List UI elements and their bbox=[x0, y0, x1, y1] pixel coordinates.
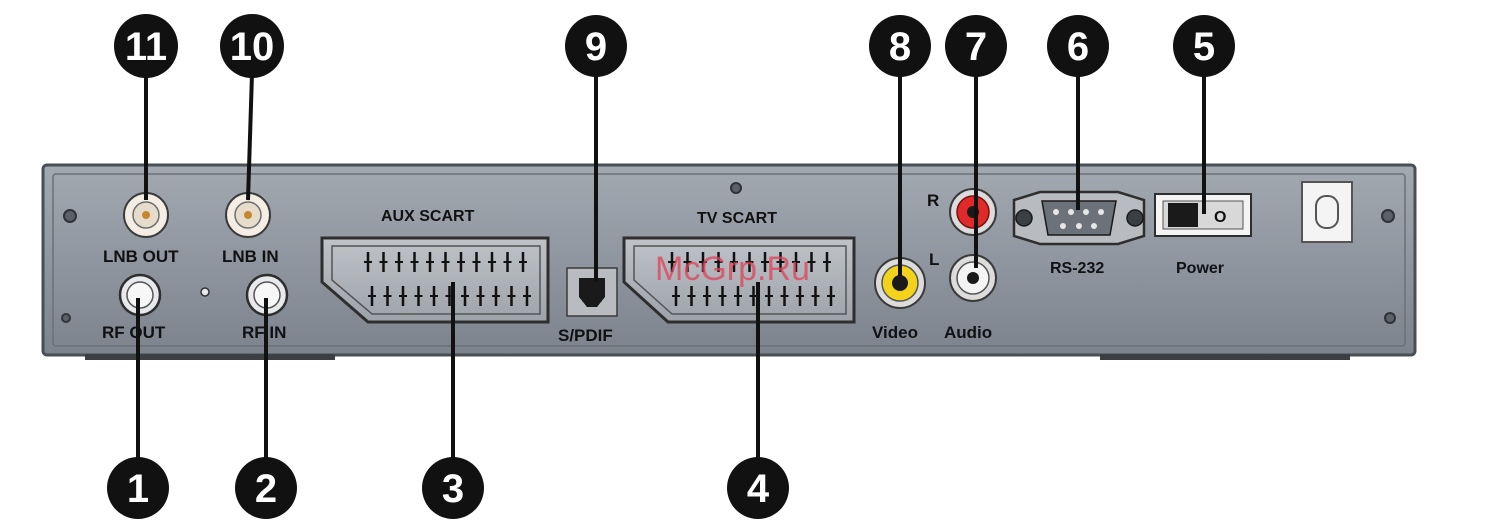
lnb-in-label: LNB IN bbox=[222, 247, 279, 266]
callout-2: 2 bbox=[235, 457, 297, 519]
callout-7: 7 bbox=[945, 15, 1007, 77]
video-label: Video bbox=[872, 323, 918, 342]
svg-text:2: 2 bbox=[255, 467, 277, 511]
rs232-label: RS-232 bbox=[1050, 260, 1104, 277]
spdif-connector bbox=[567, 268, 617, 316]
spdif-label: S/PDIF bbox=[558, 326, 613, 345]
svg-text:6: 6 bbox=[1067, 25, 1089, 69]
pin bbox=[1091, 223, 1097, 229]
audio-l-connector bbox=[950, 255, 996, 301]
rf-out-label: RF OUT bbox=[102, 323, 166, 342]
callout-4: 4 bbox=[727, 457, 789, 519]
callout-10: 10 bbox=[220, 14, 284, 78]
audio-label: Audio bbox=[944, 323, 992, 342]
pin bbox=[1060, 223, 1066, 229]
aux-scart-label: AUX SCART bbox=[381, 208, 475, 225]
callout-5: 5 bbox=[1173, 15, 1235, 77]
power-socket bbox=[1302, 182, 1352, 242]
pin bbox=[1068, 209, 1074, 215]
callout-1: 1 bbox=[107, 457, 169, 519]
callout-6: 6 bbox=[1047, 15, 1109, 77]
screw-icon bbox=[1382, 210, 1394, 222]
pin bbox=[1076, 223, 1082, 229]
svg-text:4: 4 bbox=[747, 467, 770, 511]
callout-9: 9 bbox=[565, 15, 627, 77]
lnb-out-label: LNB OUT bbox=[103, 247, 179, 266]
screw-icon bbox=[1385, 313, 1395, 323]
power-label: Power bbox=[1176, 260, 1224, 277]
screw-icon bbox=[731, 183, 741, 193]
power-switch-mark: O bbox=[1214, 209, 1226, 226]
svg-text:1: 1 bbox=[127, 467, 149, 511]
pin bbox=[1098, 209, 1104, 215]
svg-text:3: 3 bbox=[442, 467, 464, 511]
audio-l-label: L bbox=[929, 250, 939, 269]
svg-text:10: 10 bbox=[230, 25, 275, 69]
svg-text:11: 11 bbox=[125, 25, 167, 69]
callout-8: 8 bbox=[869, 15, 931, 77]
screw-icon bbox=[201, 288, 209, 296]
tv-scart-label: TV SCART bbox=[697, 210, 777, 227]
audio-r-connector bbox=[950, 189, 996, 235]
svg-text:8: 8 bbox=[889, 25, 911, 69]
pin bbox=[1053, 209, 1059, 215]
callout-3: 3 bbox=[422, 457, 484, 519]
svg-text:5: 5 bbox=[1193, 25, 1215, 69]
callout-11: 11 bbox=[114, 14, 178, 78]
pin bbox=[1083, 209, 1089, 215]
svg-text:7: 7 bbox=[965, 25, 987, 69]
watermark: McGrp.Ru bbox=[655, 250, 810, 288]
audio-r-label: R bbox=[927, 191, 939, 210]
screw-icon bbox=[62, 314, 70, 322]
screw-icon bbox=[64, 210, 76, 222]
aux-scart-connector bbox=[322, 238, 548, 322]
svg-text:9: 9 bbox=[585, 25, 607, 69]
